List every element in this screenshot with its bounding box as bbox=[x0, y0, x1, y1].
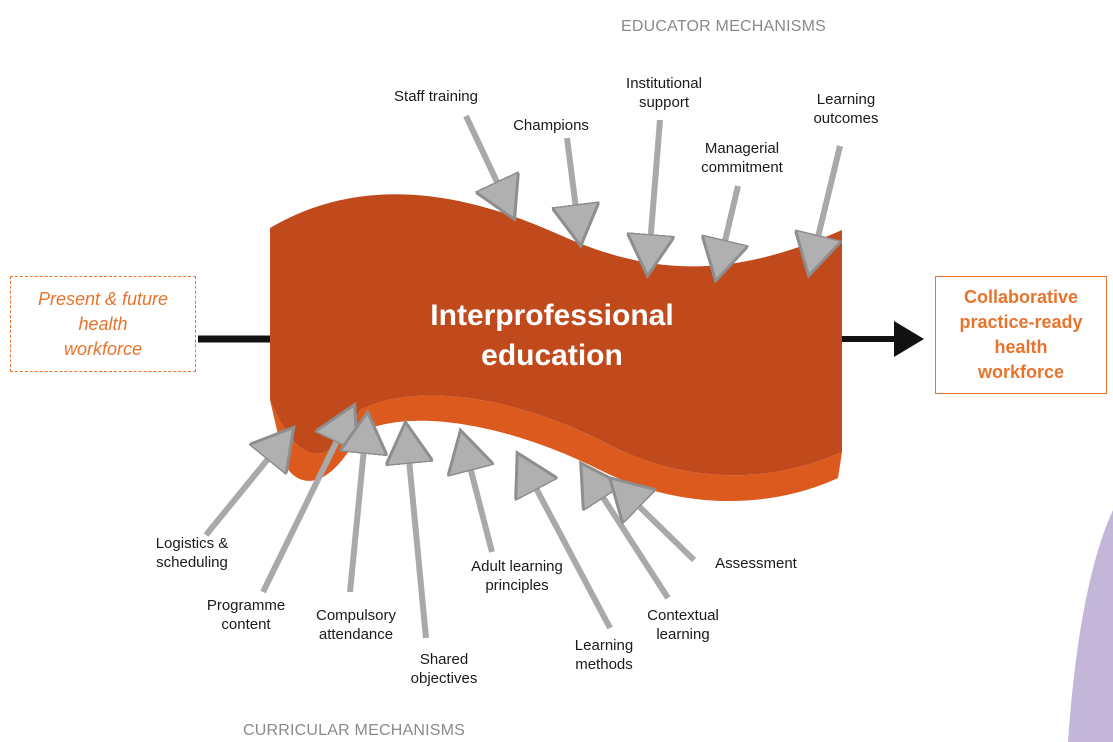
curricular-label-compulsory-attendance: Compulsory attendance bbox=[315, 607, 397, 643]
educator-label-learning-outcomes: Learning outcomes bbox=[813, 91, 879, 127]
curricular-label-adult-learning: Adult learning principles bbox=[471, 558, 563, 594]
curricular-arrows bbox=[203, 410, 697, 639]
curricular-mechanisms-heading: CURRICULAR MECHANISMS bbox=[243, 722, 465, 739]
center-banner bbox=[270, 194, 842, 476]
curricular-label-logistics: Logistics & scheduling bbox=[155, 535, 229, 571]
banner-lower-edge bbox=[270, 395, 842, 502]
educator-label-managerial-commitment: Managerial commitment bbox=[701, 140, 783, 176]
programme-content-arrow bbox=[260, 410, 352, 594]
curricular-label-assessment: Assessment bbox=[715, 555, 797, 572]
output-workforce-box: Collaborative practice-ready health work… bbox=[935, 276, 1107, 394]
champions-arrow bbox=[567, 137, 580, 240]
curricular-label-learning-methods: Learning methods bbox=[574, 637, 634, 673]
center-title: Interprofessional education bbox=[430, 299, 674, 372]
educator-label-champions: Champions bbox=[513, 117, 589, 134]
curricular-label-contextual-learning: Contextual learning bbox=[647, 607, 719, 643]
assessment-arrow bbox=[614, 482, 697, 563]
contextual-learning-arrow bbox=[584, 468, 671, 600]
educator-arrows bbox=[463, 114, 843, 275]
educator-label-institutional-support: Institutional support bbox=[626, 75, 702, 111]
adult-learning-arrow bbox=[462, 436, 495, 553]
staff-training-arrow bbox=[463, 114, 512, 214]
educator-mechanisms-heading: EDUCATOR MECHANISMS bbox=[621, 18, 827, 35]
curricular-label-programme-content: Programme content bbox=[206, 597, 286, 633]
compulsory-attendance-arrow bbox=[350, 418, 367, 593]
shared-objectives-arrow bbox=[406, 428, 426, 639]
learning-outcomes-arrow bbox=[810, 145, 843, 270]
curricular-label-shared-objectives: Shared objectives bbox=[410, 651, 478, 687]
decorative-shape bbox=[1068, 510, 1113, 742]
input-workforce-box: Present & future health workforce bbox=[10, 276, 196, 372]
learning-methods-arrow bbox=[520, 458, 613, 630]
educator-label-staff-training: Staff training bbox=[394, 88, 478, 105]
logistics-arrow bbox=[203, 432, 290, 537]
managerial-commitment-arrow bbox=[717, 185, 738, 275]
institutional-support-arrow bbox=[648, 119, 660, 270]
